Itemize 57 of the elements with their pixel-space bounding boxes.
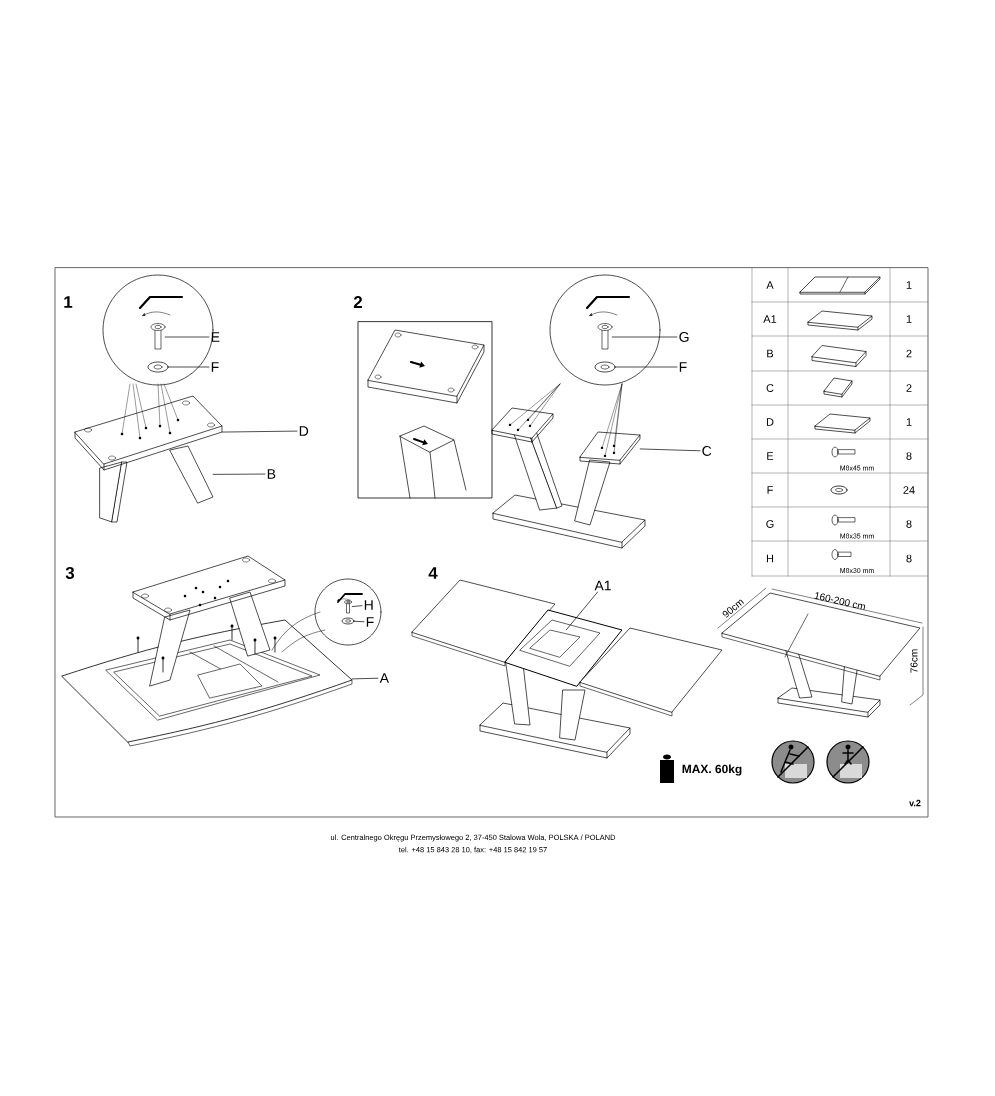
quantity: 8 xyxy=(906,452,912,460)
washer-picture xyxy=(147,361,169,373)
part-label: G xyxy=(679,332,689,342)
part-label: E xyxy=(211,332,220,342)
dimension-label: 76cm xyxy=(910,649,918,673)
screw-picture xyxy=(597,323,613,350)
leader-line xyxy=(639,448,701,452)
part-letter: D xyxy=(766,418,774,426)
part-letter: H xyxy=(766,554,774,563)
screw-picture xyxy=(344,599,352,614)
quantity: 1 xyxy=(906,315,912,323)
leader-line xyxy=(611,336,678,338)
quantity: 1 xyxy=(906,281,912,289)
part-label: C xyxy=(702,446,712,456)
leader-line xyxy=(212,473,266,475)
plate-picture xyxy=(579,431,641,465)
version-label: v.2 xyxy=(909,799,921,807)
part-letter: E xyxy=(767,452,774,460)
weight-limit: MAX. 60kg xyxy=(682,764,742,776)
leg-picture xyxy=(169,445,214,504)
quantity: 2 xyxy=(906,349,912,358)
leader-line xyxy=(351,677,379,680)
part-letter: A xyxy=(766,281,774,289)
step-number: 1 xyxy=(64,296,73,308)
step-number: 4 xyxy=(428,567,438,579)
part-letter: B xyxy=(767,349,774,358)
part-label: F xyxy=(679,362,687,372)
quantity: 1 xyxy=(906,418,912,426)
dimension-label: 160-200 cm xyxy=(814,592,866,611)
part-label: F xyxy=(211,362,219,372)
part-label: H xyxy=(364,600,373,610)
leader-line xyxy=(167,366,210,368)
quantity: 2 xyxy=(906,384,912,392)
washer-picture xyxy=(341,617,355,625)
step-number: 3 xyxy=(65,567,75,579)
part-label: A1 xyxy=(594,580,611,591)
washer-picture xyxy=(594,361,616,373)
part-label: D xyxy=(299,426,309,436)
part-letter: C xyxy=(766,384,774,392)
leader-line xyxy=(351,605,363,607)
screw-picture xyxy=(150,323,166,350)
part-letter: F xyxy=(767,486,773,494)
quantity: 8 xyxy=(906,520,912,528)
part-letter: G xyxy=(766,520,774,528)
leader-line xyxy=(221,430,298,433)
quantity: 24 xyxy=(903,486,915,494)
leader-line xyxy=(353,620,365,623)
leader-line xyxy=(614,366,678,368)
part-label: B xyxy=(267,469,276,479)
quantity: 8 xyxy=(906,554,912,563)
leader-line xyxy=(164,336,210,338)
step-number: 2 xyxy=(353,296,362,308)
plate-picture xyxy=(74,395,223,471)
part-letter: A1 xyxy=(763,315,777,323)
part-label: A xyxy=(379,673,389,683)
extension-leaf-picture xyxy=(529,629,581,658)
part-label: F xyxy=(366,617,374,627)
